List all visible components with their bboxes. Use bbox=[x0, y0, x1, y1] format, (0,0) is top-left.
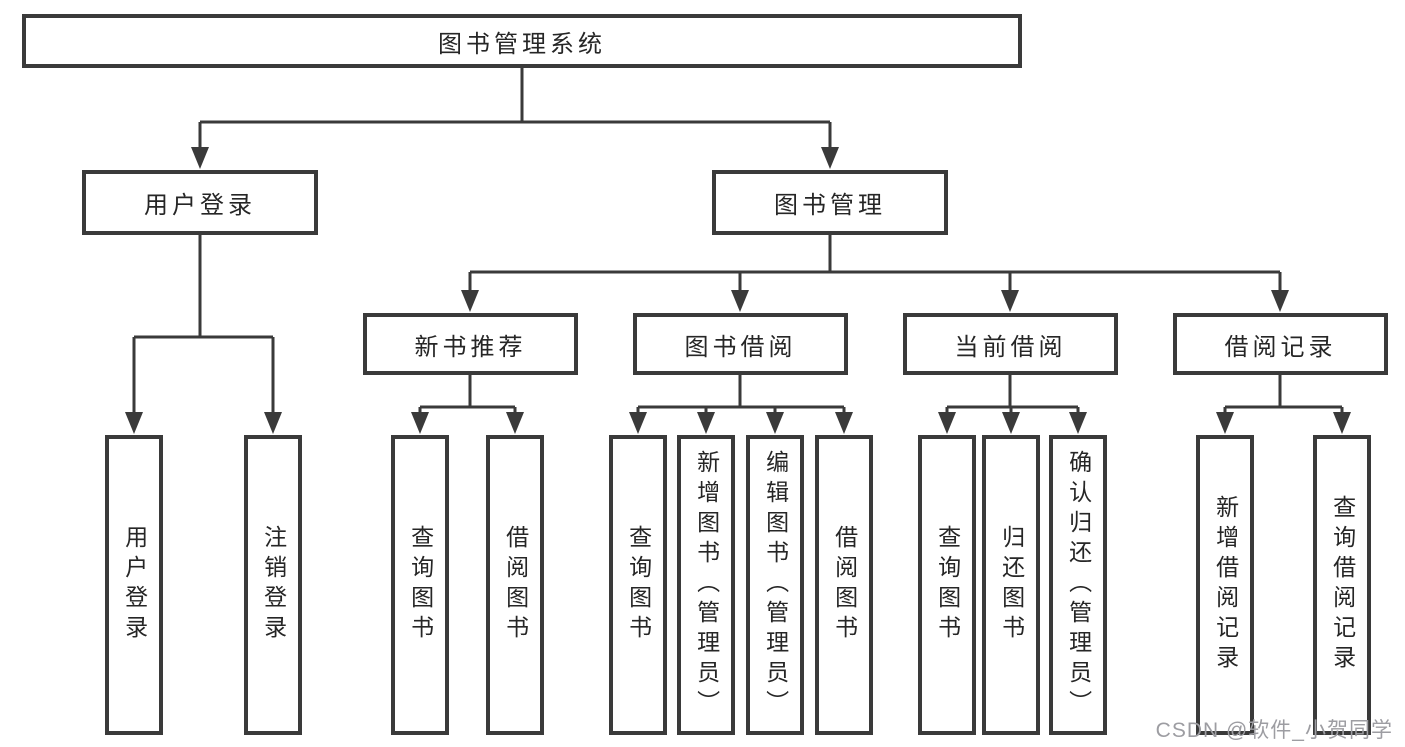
node-book-management: 图书管理 bbox=[712, 170, 948, 235]
leaf-return-book: 归还图书 bbox=[982, 435, 1040, 735]
leaf-edit-book-admin-label: 编辑图书（管理员） bbox=[762, 450, 789, 720]
node-book-borrow: 图书借阅 bbox=[633, 313, 848, 375]
connector-paths bbox=[132, 68, 1344, 418]
leaf-query-borrow-record-label: 查询借阅记录 bbox=[1329, 495, 1356, 675]
node-library-system: 图书管理系统 bbox=[22, 14, 1022, 68]
leaf-query-borrow-record: 查询借阅记录 bbox=[1313, 435, 1371, 735]
leaf-add-borrow-record: 新增借阅记录 bbox=[1196, 435, 1254, 735]
leaf-query-books-recommend-label: 查询图书 bbox=[407, 525, 434, 645]
leaf-borrow-books: 借阅图书 bbox=[815, 435, 873, 735]
leaf-return-book-label: 归还图书 bbox=[998, 525, 1025, 645]
leaf-borrow-books-recommend: 借阅图书 bbox=[486, 435, 544, 735]
node-user-login: 用户登录 bbox=[82, 170, 318, 235]
leaf-edit-book-admin: 编辑图书（管理员） bbox=[746, 435, 804, 735]
leaf-query-books-current-label: 查询图书 bbox=[934, 525, 961, 645]
csdn-watermark: CSDN @软件_小贺同学 bbox=[1155, 719, 1393, 742]
node-current-borrow: 当前借阅 bbox=[903, 313, 1118, 375]
arrowhead-icons bbox=[125, 147, 1351, 434]
leaf-query-books-recommend: 查询图书 bbox=[391, 435, 449, 735]
leaf-logout-label: 注销登录 bbox=[260, 525, 287, 645]
leaf-add-borrow-record-label: 新增借阅记录 bbox=[1212, 495, 1239, 675]
node-borrow-records: 借阅记录 bbox=[1173, 313, 1388, 375]
leaf-logout: 注销登录 bbox=[244, 435, 302, 735]
leaf-user-login: 用户登录 bbox=[105, 435, 163, 735]
node-new-book-recommend: 新书推荐 bbox=[363, 313, 578, 375]
leaf-add-book-admin: 新增图书（管理员） bbox=[677, 435, 735, 735]
leaf-query-books-current: 查询图书 bbox=[918, 435, 976, 735]
leaf-query-books-borrow-label: 查询图书 bbox=[625, 525, 652, 645]
leaf-user-login-label: 用户登录 bbox=[121, 525, 148, 645]
leaf-borrow-books-label: 借阅图书 bbox=[831, 525, 858, 645]
leaf-confirm-return-admin-label: 确认归还（管理员） bbox=[1065, 450, 1092, 720]
leaf-confirm-return-admin: 确认归还（管理员） bbox=[1049, 435, 1107, 735]
leaf-borrow-books-recommend-label: 借阅图书 bbox=[502, 525, 529, 645]
leaf-query-books-borrow: 查询图书 bbox=[609, 435, 667, 735]
leaf-add-book-admin-label: 新增图书（管理员） bbox=[693, 450, 720, 720]
